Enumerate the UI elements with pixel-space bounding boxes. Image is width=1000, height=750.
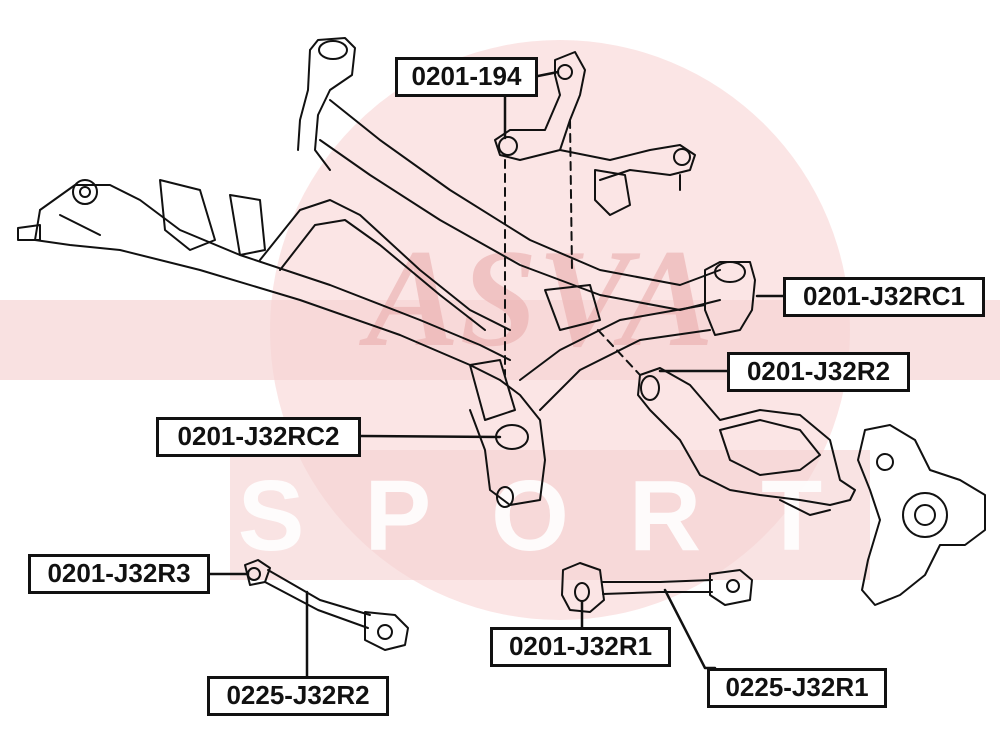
- leader-lines: [208, 70, 787, 678]
- lower-control-arm: [637, 367, 856, 516]
- rear-subframe: [17, 37, 756, 508]
- part-label-0201-J32R1: 0201-J32R1: [490, 627, 671, 667]
- toe-link-rod: [244, 559, 409, 651]
- part-label-0201-194: 0201-194: [395, 57, 538, 97]
- watermark-brand-text: ASVA: [358, 221, 714, 376]
- alignment-lines: [504, 119, 641, 376]
- watermark-band-sport: [230, 450, 870, 580]
- part-label-0201-J32RC1: 0201-J32RC1: [783, 277, 985, 317]
- part-label-0201-J32RC2: 0201-J32RC2: [156, 417, 361, 457]
- lateral-link-rod: [561, 562, 753, 613]
- part-label-0225-J32R2: 0225-J32R2: [207, 676, 389, 716]
- watermark-sport-text: SPORT: [238, 460, 882, 572]
- part-label-0201-J32R2: 0201-J32R2: [727, 352, 910, 392]
- part-label-0225-J32R1: 0225-J32R1: [707, 668, 887, 708]
- rear-knuckle: [857, 424, 986, 606]
- part-label-0201-J32R3: 0201-J32R3: [28, 554, 210, 594]
